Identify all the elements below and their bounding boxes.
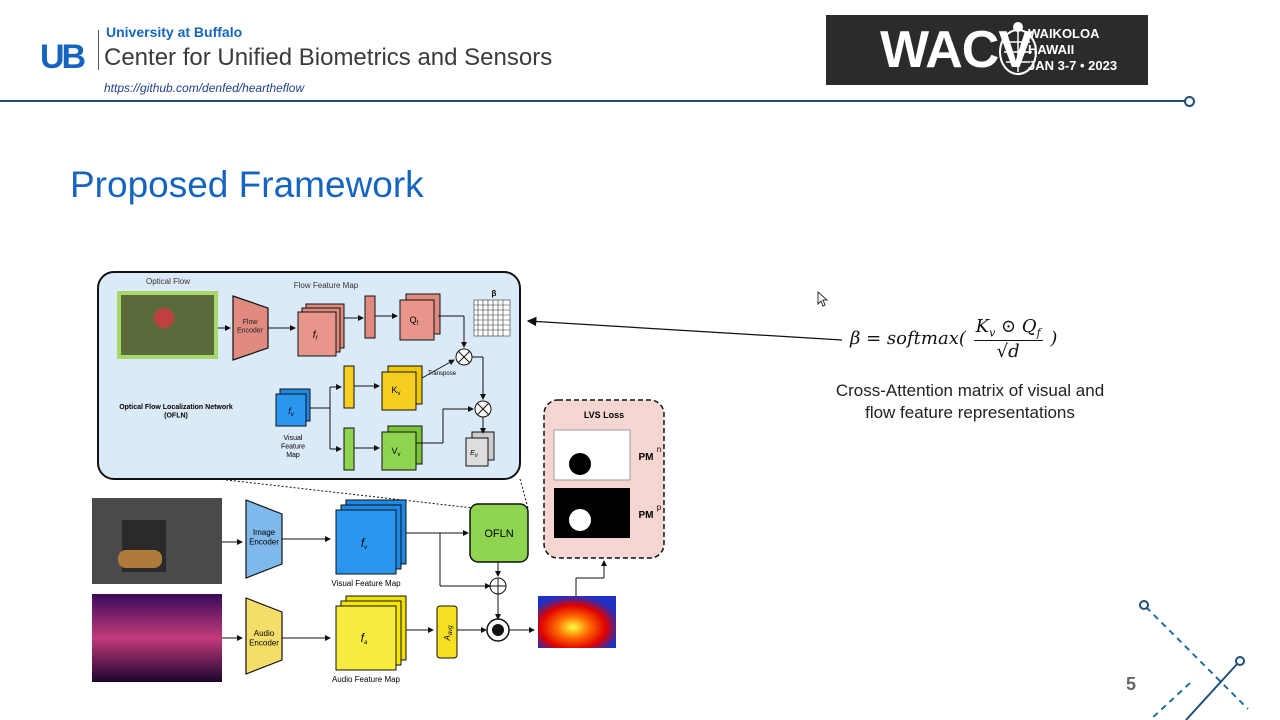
optical-flow-figure [154, 308, 174, 328]
formula-k-sub: v [989, 326, 996, 340]
input-image-guitar [118, 550, 162, 568]
beta-arrow [526, 316, 843, 341]
ofln-name: Optical Flow Localization Network(OFLN) [119, 404, 233, 419]
transpose-label: Transpose [428, 371, 457, 377]
beta-label: β [492, 289, 497, 298]
ub-logo: UB [40, 38, 86, 76]
pm-n-sup: n [657, 445, 661, 454]
cursor-icon [817, 291, 829, 307]
kv-label: Kv [391, 385, 400, 397]
wacv-location: WAIKOLOA HAWAII JAN 3-7 • 2023 [1028, 26, 1117, 74]
qf-label: Qf [410, 315, 419, 327]
a-avg-block [436, 605, 458, 659]
formula-denominator: √d [996, 340, 1020, 362]
formula-odot: ⊙ Q [995, 316, 1037, 337]
ev-block [465, 437, 489, 467]
flow-feature-map-label: Flow Feature Map [294, 281, 359, 290]
vv-label: Vv [391, 446, 400, 458]
fa-block [335, 605, 397, 671]
fv-small-block [275, 393, 307, 427]
spectrogram [92, 594, 222, 682]
pm-n-mask [553, 429, 631, 481]
ev-label: Ev [470, 450, 479, 459]
pm-p-label: PM [639, 510, 654, 521]
header-divider [98, 30, 99, 70]
vv-block [381, 431, 417, 471]
value-proj [343, 427, 355, 471]
turtle-icon [999, 22, 1037, 75]
formula-q-sub: f [1036, 326, 1041, 340]
image-encoder [245, 499, 283, 579]
formula-k: K [975, 316, 990, 337]
center-name: Center for Unified Biometrics and Sensor… [104, 44, 553, 71]
beta-grid [473, 299, 511, 337]
formula-lhs: β = softmax( [850, 327, 966, 349]
qf-block [399, 299, 435, 341]
wacv-location-2: HAWAII [1028, 42, 1075, 57]
ff-block [297, 311, 337, 357]
attention-formula: β = softmax( Kv ⊙ Qf √d ) [850, 316, 1057, 362]
university-name: University at Buffalo [106, 24, 243, 40]
flow-proj [364, 295, 376, 339]
fv-block [335, 509, 397, 575]
wacv-dates: JAN 3-7 • 2023 [1028, 58, 1118, 73]
a-avg-label: Aavg [443, 625, 454, 642]
page-number: 5 [1126, 674, 1137, 694]
ofln-box [469, 503, 529, 563]
formula-numerator: Kv ⊙ Qf [973, 316, 1043, 341]
formula-caption: Cross-Attention matrix of visual and flo… [835, 381, 1105, 422]
localization-heatmap [538, 596, 616, 648]
visual-fm-label: Visual Feature Map [331, 579, 401, 588]
header-rule [0, 100, 1186, 102]
slide-title: Proposed Framework [70, 164, 424, 205]
audio-encoder [245, 597, 283, 675]
flow-encoder [232, 295, 269, 361]
header-rule-end [1184, 96, 1195, 107]
wacv-location-1: WAIKOLOA [1028, 26, 1100, 41]
pm-n-label: PM [639, 452, 654, 463]
ff-label: ff [313, 330, 319, 342]
audio-fm-label: Audio Feature Map [332, 675, 401, 684]
pm-p-mask [554, 488, 630, 538]
optical-flow-label: Optical Flow [146, 277, 190, 286]
pm-p-sup: p [657, 503, 662, 512]
github-link[interactable]: https://github.com/denfed/heartheflow [104, 81, 305, 95]
fv-small-label: fv [288, 406, 295, 418]
corner-decoration [1139, 600, 1249, 720]
lvs-loss-label: LVS Loss [584, 410, 624, 420]
formula-rhs: ) [1050, 327, 1058, 349]
formula-fraction: Kv ⊙ Qf √d [973, 316, 1043, 362]
key-proj [343, 365, 355, 409]
kv-block [381, 371, 417, 411]
ofln-box-label: OFLN [484, 528, 513, 540]
wacv-logo [826, 15, 1148, 85]
